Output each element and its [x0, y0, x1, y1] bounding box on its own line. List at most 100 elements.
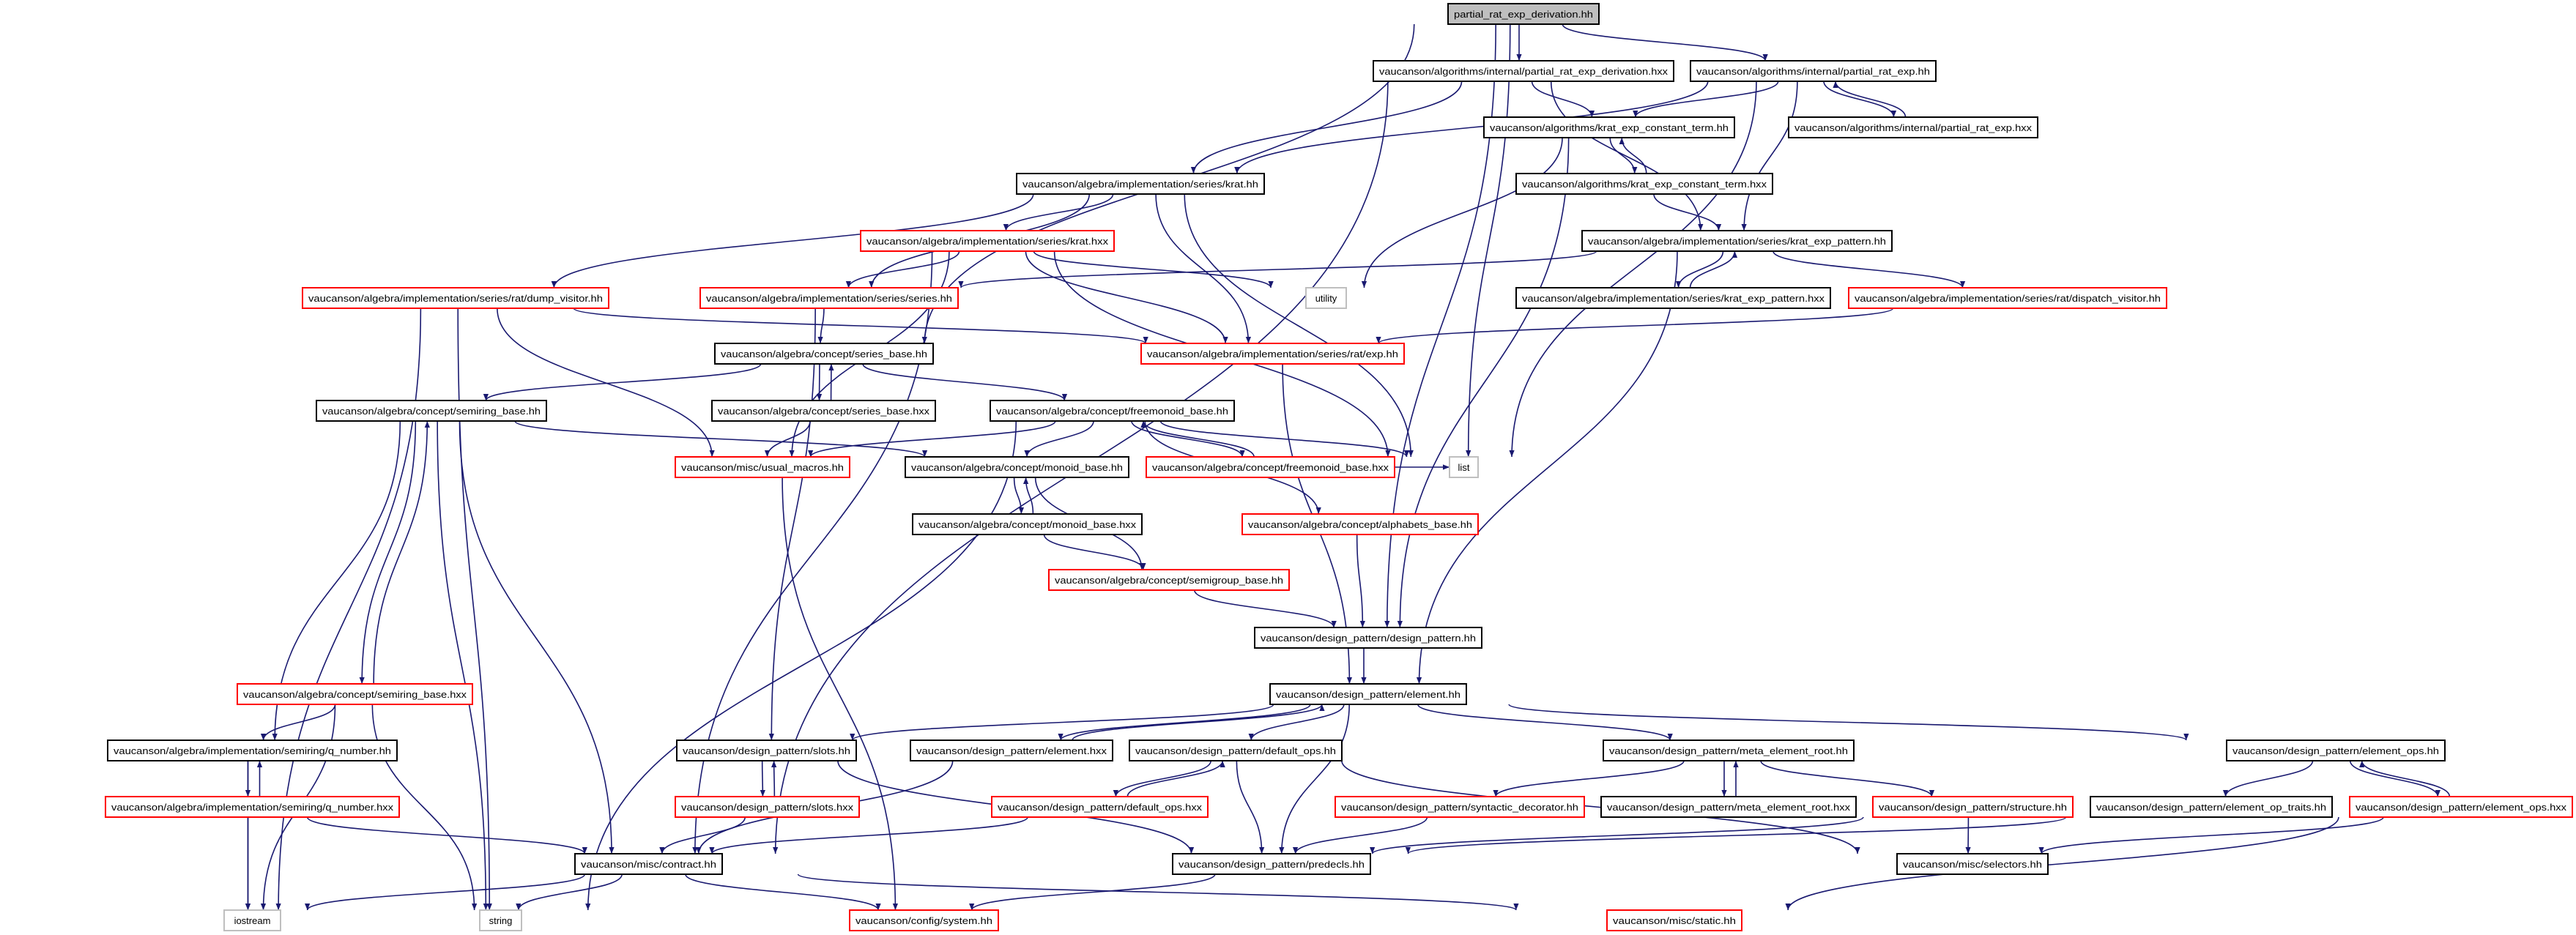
- dependency-edge: [1058, 704, 1311, 741]
- node-box: [1269, 683, 1467, 705]
- graph-node[interactable]: vaucanson/algebra/implementation/semirin…: [107, 740, 398, 761]
- node-label: utility: [1315, 293, 1337, 304]
- graph-node[interactable]: vaucanson/algorithms/internal/partial_ra…: [1788, 116, 2038, 138]
- graph-node[interactable]: vaucanson/algorithms/internal/partial_ra…: [1690, 60, 1937, 82]
- graph-node[interactable]: string: [479, 909, 522, 931]
- graph-node[interactable]: vaucanson/config/system.hh: [849, 909, 999, 931]
- dependency-edge: [1619, 137, 1647, 174]
- dependency-edge: [797, 873, 1519, 911]
- graph-node[interactable]: vaucanson/design_pattern/element_op_trai…: [2090, 796, 2333, 818]
- dependency-edge: [306, 816, 587, 854]
- graph-node[interactable]: vaucanson/design_pattern/element.hh: [1269, 683, 1467, 705]
- node-label: vaucanson/algebra/implementation/series/…: [866, 236, 1109, 247]
- node-label: vaucanson/algorithms/internal/partial_ra…: [1379, 66, 1669, 77]
- node-box: [1515, 173, 1773, 195]
- node-box: [910, 740, 1113, 761]
- node-label: vaucanson/design_pattern/structure.hh: [1879, 802, 2067, 813]
- graph-node[interactable]: vaucanson/algebra/implementation/series/…: [302, 287, 609, 309]
- dependency-edge: [1072, 704, 1325, 741]
- node-label: vaucanson/design_pattern/slots.hxx: [681, 802, 854, 813]
- graph-node[interactable]: vaucanson/algorithms/krat_exp_constant_t…: [1483, 116, 1735, 138]
- graph-node[interactable]: vaucanson/algebra/concept/freemonoid_bas…: [1146, 456, 1395, 478]
- node-label: vaucanson/algebra/concept/semigroup_base…: [1055, 575, 1283, 586]
- node-label: vaucanson/algebra/concept/series_base.hh: [721, 349, 927, 360]
- graph-node[interactable]: vaucanson/algebra/implementation/series/…: [1515, 287, 1831, 309]
- graph-node[interactable]: vaucanson/design_pattern/default_ops.hxx: [991, 796, 1209, 818]
- graph-node[interactable]: vaucanson/design_pattern/predecls.hh: [1172, 853, 1371, 875]
- graph-node[interactable]: vaucanson/algebra/concept/semigroup_base…: [1048, 569, 1290, 591]
- dependency-edge: [305, 873, 586, 911]
- dependency-edge: [1159, 420, 1409, 458]
- graph-node[interactable]: vaucanson/design_pattern/meta_element_ro…: [1600, 796, 1857, 818]
- graph-node[interactable]: vaucanson/design_pattern/slots.hh: [676, 740, 857, 761]
- graph-node[interactable]: vaucanson/algebra/concept/alphabets_base…: [1241, 513, 1479, 535]
- node-box: [912, 513, 1143, 535]
- dependency-edge: [1741, 81, 1798, 231]
- graph-node[interactable]: vaucanson/design_pattern/syntactic_decor…: [1335, 796, 1585, 818]
- dependency-edge: [1341, 760, 1860, 854]
- graph-node[interactable]: vaucanson/design_pattern/structure.hh: [1872, 796, 2074, 818]
- dependency-edge: [1562, 23, 1768, 62]
- dependency-edge: [1194, 589, 1337, 628]
- node-box: [990, 400, 1235, 422]
- dependency-edge: [862, 363, 1067, 401]
- dependency-edge: [2359, 760, 2451, 797]
- node-box: [1241, 513, 1479, 535]
- graph-node[interactable]: vaucanson/algebra/concept/series_base.hx…: [711, 400, 936, 422]
- graph-node[interactable]: vaucanson/misc/usual_macros.hh: [675, 456, 850, 478]
- graph-node[interactable]: vaucanson/algebra/concept/freemonoid_bas…: [990, 400, 1235, 422]
- dependency-edge: [850, 704, 1274, 741]
- graph-node[interactable]: vaucanson/design_pattern/design_pattern.…: [1254, 627, 1482, 649]
- graph-node[interactable]: vaucanson/design_pattern/element_ops.hh: [2226, 740, 2446, 761]
- node-label: vaucanson/algorithms/internal/partial_ra…: [1794, 122, 2033, 133]
- dependency-edge: [1248, 704, 1345, 741]
- node-box: [1129, 740, 1343, 761]
- dependency-edge: [1023, 477, 1034, 515]
- graph-node[interactable]: vaucanson/algebra/concept/monoid_base.hh: [905, 456, 1129, 478]
- node-box: [2226, 740, 2446, 761]
- node-label: vaucanson/algebra/implementation/semirin…: [111, 802, 394, 813]
- graph-node[interactable]: vaucanson/algebra/implementation/series/…: [1016, 173, 1265, 195]
- dependency-edge: [573, 308, 1148, 344]
- dependency-edge: [1234, 81, 1709, 174]
- graph-node[interactable]: vaucanson/misc/static.hh: [1606, 909, 1742, 931]
- graph-node[interactable]: vaucanson/design_pattern/meta_element_ro…: [1603, 740, 1855, 761]
- graph-node[interactable]: vaucanson/algebra/concept/semiring_base.…: [237, 683, 473, 705]
- graph-node[interactable]: vaucanson/design_pattern/element.hxx: [910, 740, 1113, 761]
- graph-node[interactable]: vaucanson/design_pattern/element_ops.hxx: [2349, 796, 2573, 818]
- node-box: [849, 909, 999, 931]
- graph-node[interactable]: vaucanson/misc/selectors.hh: [1896, 853, 2049, 875]
- graph-node[interactable]: vaucanson/algebra/implementation/series/…: [1581, 230, 1893, 252]
- dependency-edge: [1293, 816, 1428, 854]
- node-label: string: [489, 915, 513, 926]
- graph-node[interactable]: list: [1449, 456, 1479, 478]
- node-label: vaucanson/algebra/implementation/semirin…: [114, 745, 391, 756]
- graph-node[interactable]: vaucanson/algebra/concept/monoid_base.hx…: [912, 513, 1143, 535]
- graph-node[interactable]: vaucanson/design_pattern/slots.hxx: [675, 796, 860, 818]
- graph-node[interactable]: vaucanson/algebra/concept/semiring_base.…: [316, 400, 547, 422]
- dependency-edge: [1361, 137, 1563, 288]
- dependency-edge: [969, 873, 1216, 911]
- graph-node[interactable]: iostream: [223, 909, 281, 931]
- graph-node[interactable]: vaucanson/design_pattern/default_ops.hh: [1129, 740, 1343, 761]
- node-label: vaucanson/design_pattern/syntactic_decor…: [1341, 802, 1578, 813]
- graph-node[interactable]: utility: [1305, 287, 1347, 309]
- graph-root-node[interactable]: partial_rat_exp_derivation.hh: [1447, 3, 1600, 25]
- node-box: [223, 909, 281, 931]
- dependency-edge: [1609, 137, 1638, 174]
- graph-node[interactable]: vaucanson/misc/contract.hh: [574, 853, 723, 875]
- graph-node[interactable]: vaucanson/algorithms/internal/partial_ra…: [1373, 60, 1674, 82]
- graph-node[interactable]: vaucanson/algebra/implementation/series/…: [1848, 287, 2167, 309]
- graph-node[interactable]: vaucanson/algebra/concept/series_base.hh: [714, 343, 934, 365]
- graph-node[interactable]: vaucanson/algebra/implementation/series/…: [1140, 343, 1405, 365]
- node-box: [1600, 796, 1857, 818]
- graph-node[interactable]: vaucanson/algorithms/krat_exp_constant_t…: [1515, 173, 1773, 195]
- node-box: [107, 740, 398, 761]
- dependency-edge: [459, 420, 615, 854]
- graph-node[interactable]: vaucanson/algebra/implementation/semirin…: [105, 796, 400, 818]
- node-label: vaucanson/algebra/concept/monoid_base.hx…: [918, 519, 1137, 530]
- graph-node[interactable]: vaucanson/algebra/implementation/series/…: [699, 287, 959, 309]
- node-box: [1603, 740, 1855, 761]
- dependency-edge: [1356, 534, 1365, 628]
- graph-node[interactable]: vaucanson/algebra/implementation/series/…: [860, 230, 1115, 252]
